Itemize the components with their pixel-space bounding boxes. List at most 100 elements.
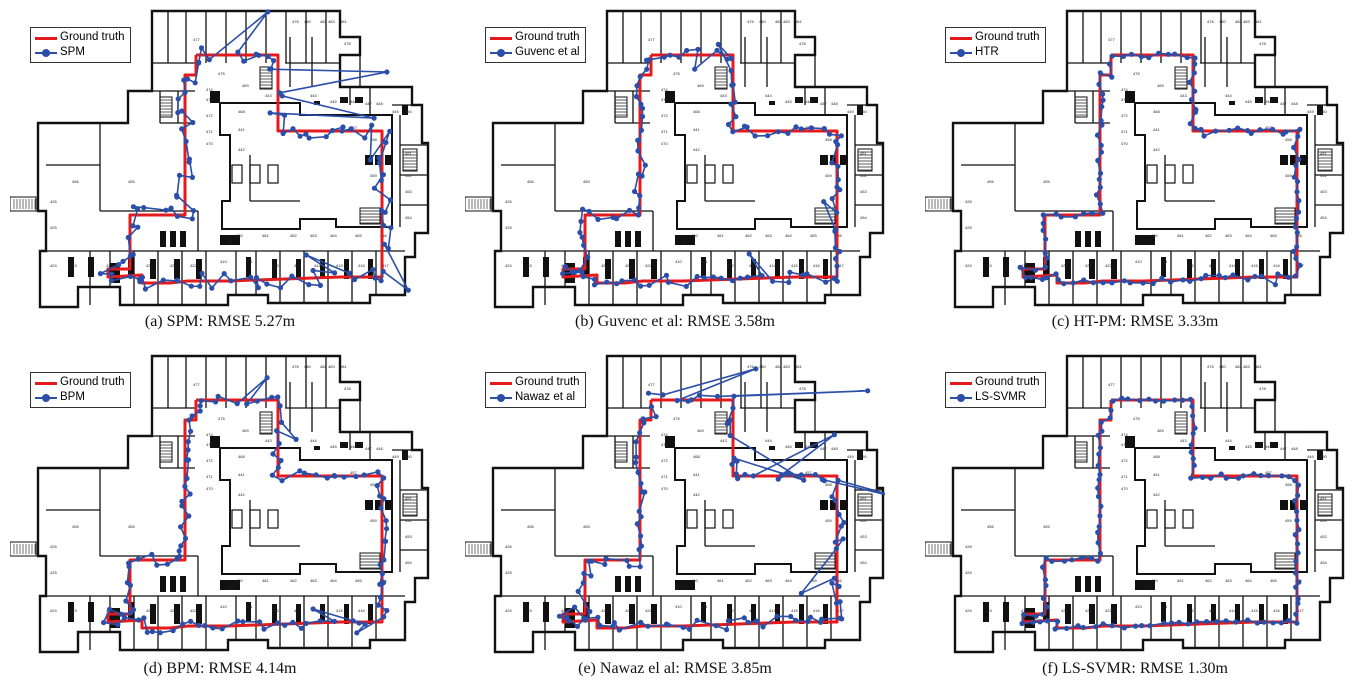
room-label: 456 xyxy=(527,524,534,529)
estimate-point xyxy=(1294,230,1300,236)
wall-block xyxy=(1317,105,1323,115)
estimate-point xyxy=(619,278,625,284)
room-label: 413 xyxy=(749,608,756,613)
room-label: 459 xyxy=(1285,173,1292,178)
wall-block xyxy=(296,259,301,279)
legend-label: Nawaz et al xyxy=(515,391,576,403)
estimate-point xyxy=(823,279,829,285)
room-label: 463 xyxy=(765,233,772,238)
estimate-point xyxy=(1293,584,1299,590)
estimate-point xyxy=(317,618,323,624)
estimate-point xyxy=(1252,273,1258,280)
estimate-point xyxy=(753,366,759,372)
estimate-point xyxy=(183,457,190,463)
estimate-point xyxy=(1032,267,1039,273)
estimate-point xyxy=(1110,398,1116,404)
estimate-point xyxy=(182,90,188,96)
estimate-point xyxy=(1093,192,1100,198)
estimate-point xyxy=(1146,396,1152,402)
estimate-point xyxy=(1199,474,1206,480)
estimate-point xyxy=(1097,170,1104,176)
estimate-point xyxy=(188,618,194,624)
wall-block xyxy=(1290,155,1298,165)
estimate-point xyxy=(1081,210,1087,217)
room-label: 483 xyxy=(783,364,790,369)
estimate-point xyxy=(1094,132,1101,138)
estimate-point xyxy=(686,626,693,632)
legend-label: BPM xyxy=(60,391,85,403)
estimate-point xyxy=(1017,264,1023,270)
estimate-point xyxy=(1021,612,1027,618)
room-label: 441 xyxy=(238,127,245,132)
estimate-point xyxy=(186,159,192,165)
room-label: 451 xyxy=(860,151,867,156)
estimate-point xyxy=(377,594,384,601)
room-label: 426 xyxy=(50,199,57,204)
estimate-point xyxy=(1097,201,1103,207)
estimate-point xyxy=(176,172,183,178)
room-label: 474 xyxy=(1121,87,1128,92)
estimate-point xyxy=(730,405,736,411)
estimate-swatch xyxy=(950,48,972,57)
room-label: 472 xyxy=(206,113,213,118)
estimate-point xyxy=(186,417,192,423)
estimate-point xyxy=(183,138,189,144)
estimate-point xyxy=(1240,473,1246,479)
estimate-point xyxy=(1235,125,1241,131)
utility-box xyxy=(704,509,716,529)
estimate-point xyxy=(1292,532,1298,538)
room-label: 476 xyxy=(747,19,754,24)
estimate-point xyxy=(616,627,622,633)
room-label: 469 xyxy=(697,428,704,433)
estimate-point xyxy=(837,615,843,621)
estimate-point xyxy=(1099,122,1105,128)
room-label: 475 xyxy=(218,416,225,421)
estimate-point xyxy=(1109,53,1115,59)
estimate-point xyxy=(213,399,219,405)
ground-truth-swatch xyxy=(950,379,972,387)
estimate-point xyxy=(648,404,655,410)
utility-box xyxy=(1182,164,1194,184)
estimate-point xyxy=(126,560,132,566)
estimate-point xyxy=(1291,174,1297,180)
room-label: 425 xyxy=(50,225,57,230)
estimate-point xyxy=(163,207,169,213)
wall-block xyxy=(174,604,180,624)
estimate-point xyxy=(244,401,250,407)
estimate-point xyxy=(303,620,309,626)
estimate-point xyxy=(1109,74,1115,80)
estimate-point xyxy=(1072,214,1078,220)
room-label: 474 xyxy=(661,432,668,437)
estimate-point xyxy=(1283,129,1289,135)
room-label: 471 xyxy=(1121,474,1128,479)
estimate-point xyxy=(560,271,566,277)
room-label: 425 xyxy=(505,570,512,575)
stairs xyxy=(714,66,728,90)
room-label: 454 xyxy=(1320,560,1327,565)
estimate-point xyxy=(581,570,587,576)
wall-block xyxy=(402,105,408,115)
estimate-point xyxy=(727,417,733,423)
estimate-point xyxy=(1096,176,1102,182)
estimate-point xyxy=(1190,430,1196,436)
estimate-point xyxy=(188,428,194,434)
estimate-point xyxy=(591,282,598,288)
estimate-point xyxy=(1293,570,1299,576)
estimate-point xyxy=(1098,142,1104,148)
estimate-point xyxy=(638,101,644,107)
estimate-point xyxy=(865,388,871,394)
room-label: 421 xyxy=(170,263,177,268)
room-label: 477 xyxy=(648,382,655,387)
room-label: 482 xyxy=(775,19,782,24)
room-label: 469 xyxy=(697,83,704,88)
wall-block xyxy=(983,602,989,622)
room-label: 470 xyxy=(661,141,668,146)
estimate-point xyxy=(198,398,204,404)
room-label: 454 xyxy=(405,215,412,220)
estimate-point xyxy=(184,475,190,481)
room-label: 426 xyxy=(505,199,512,204)
estimate-point xyxy=(1095,463,1101,469)
estimate-point xyxy=(1272,282,1278,288)
estimate-point xyxy=(185,447,191,453)
estimate-point xyxy=(1194,619,1200,625)
